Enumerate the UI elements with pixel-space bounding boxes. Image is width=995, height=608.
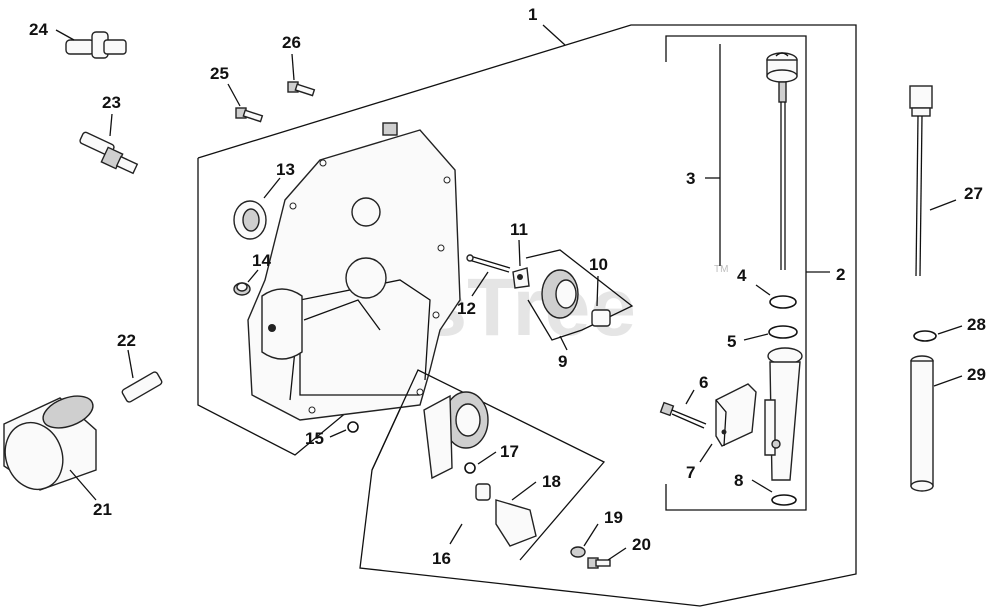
leader-12 — [471, 271, 489, 297]
leader-10 — [596, 275, 599, 307]
o-ring-4 — [769, 295, 797, 309]
bolt-20 — [587, 557, 611, 569]
leader-25 — [227, 83, 241, 107]
callout-29: 29 — [967, 365, 986, 384]
leader-18 — [511, 481, 537, 501]
o-ring-5 — [768, 325, 798, 339]
leader-8 — [751, 479, 773, 493]
leader-28 — [937, 325, 963, 335]
callout-7: 7 — [686, 463, 695, 482]
callout-9: 9 — [558, 352, 567, 371]
callout-15: 15 — [305, 429, 324, 448]
plug-14 — [233, 282, 251, 296]
o-ring-8 — [771, 494, 797, 506]
callout-28: 28 — [967, 315, 986, 334]
callout-21: 21 — [93, 500, 112, 519]
leader-29 — [933, 375, 963, 387]
callout-20: 20 — [632, 535, 651, 554]
leader-9 — [559, 335, 568, 351]
leader-14 — [247, 269, 259, 283]
governor-gear — [423, 391, 489, 480]
leader-20 — [607, 547, 627, 561]
callout-27: 27 — [964, 184, 983, 203]
callout-6: 6 — [699, 373, 708, 392]
crankcase-cover — [247, 122, 461, 421]
callout-2: 2 — [836, 265, 845, 284]
dipstick-27 — [909, 85, 933, 277]
leader-21 — [69, 469, 97, 501]
oil-fill-tube — [764, 347, 803, 481]
callout-4: 4 — [737, 266, 747, 285]
leader-22 — [127, 349, 134, 379]
leader-19 — [583, 523, 599, 547]
callout-17: 17 — [500, 442, 519, 461]
bolt-6 — [659, 401, 707, 429]
tube-29 — [910, 355, 934, 492]
o-ring-17 — [464, 462, 476, 474]
fitting-22 — [121, 371, 163, 403]
dipstick-part — [766, 52, 798, 270]
bolt-26 — [287, 81, 316, 97]
callout-18: 18 — [542, 472, 561, 491]
callout-8: 8 — [734, 471, 743, 490]
o-ring-28 — [913, 330, 937, 342]
clip-11 — [512, 267, 530, 289]
bracket-7 — [715, 383, 757, 447]
leader-13 — [263, 177, 281, 199]
leader-11 — [518, 239, 521, 267]
leader-15 — [329, 429, 347, 438]
pin-12 — [466, 254, 511, 273]
leader-24 — [55, 29, 75, 41]
governor-group-16-outline — [371, 369, 606, 561]
callout-25: 25 — [210, 64, 229, 83]
callout-3: 3 — [686, 169, 695, 188]
watermark-tm: TM — [714, 264, 728, 275]
gear-10 — [541, 269, 611, 327]
callout-26: 26 — [282, 33, 301, 52]
washer-19 — [570, 546, 586, 558]
assembly-outline — [197, 24, 857, 607]
callout-1: 1 — [528, 5, 537, 24]
callout-13: 13 — [276, 160, 295, 179]
callout-10: 10 — [589, 255, 608, 274]
oil-fill-bracket — [665, 35, 807, 511]
sensor-18 — [475, 483, 537, 547]
callout-14: 14 — [252, 251, 271, 270]
elbow-fitting-24 — [65, 31, 127, 59]
oil-filter-21 — [3, 395, 97, 491]
leader-6 — [685, 389, 695, 405]
leader-27 — [929, 199, 957, 211]
leader-16 — [449, 523, 463, 545]
callout-5: 5 — [727, 332, 736, 351]
switch-23 — [79, 131, 139, 175]
leader-7 — [699, 443, 713, 463]
callout-22: 22 — [117, 331, 136, 350]
leader-23 — [109, 113, 113, 137]
leader-5 — [743, 333, 769, 341]
callout-11: 11 — [510, 220, 528, 239]
oil-seal-13 — [233, 200, 267, 240]
callout-12: 12 — [457, 299, 476, 318]
leader-4 — [755, 284, 771, 296]
callout-19: 19 — [604, 508, 623, 527]
bolt-25 — [235, 107, 264, 123]
callout-16: 16 — [432, 549, 451, 568]
leader-17 — [477, 451, 497, 465]
callout-23: 23 — [102, 93, 121, 112]
o-ring-15 — [347, 421, 359, 433]
callout-24: 24 — [29, 20, 48, 39]
leader-1 — [542, 24, 566, 46]
leader-26 — [291, 53, 295, 81]
